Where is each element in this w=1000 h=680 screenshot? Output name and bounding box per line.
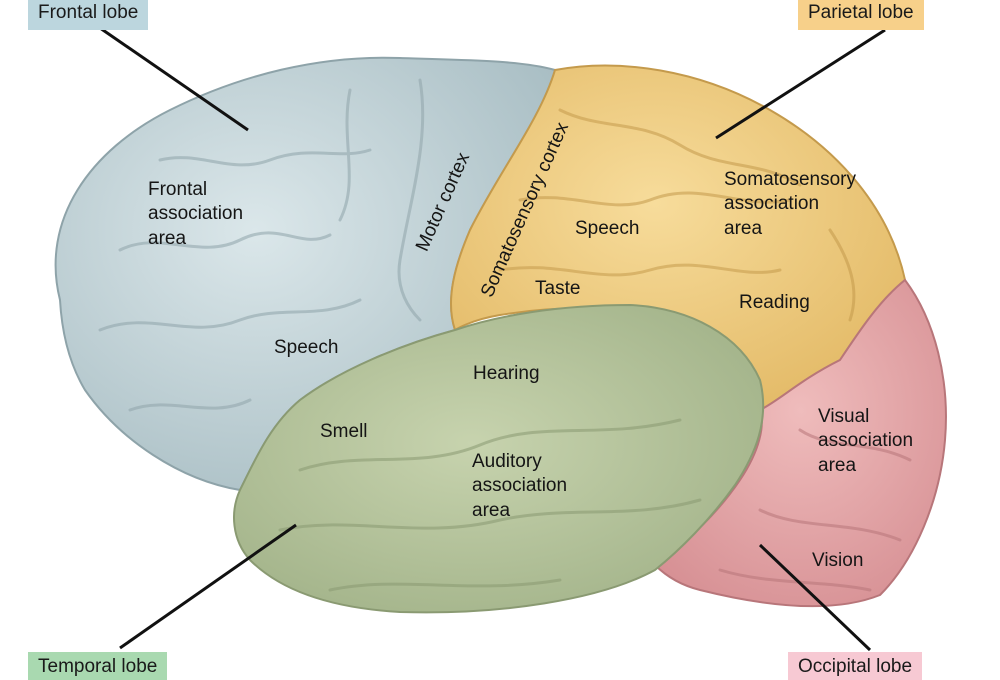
somatosensory-association-area-label: Somatosensory association area: [724, 168, 856, 241]
frontal-association-area-label: Frontal association area: [148, 178, 243, 251]
visual-association-line-1: Visual: [818, 406, 870, 427]
occipital-lobe-leader-line: [758, 543, 872, 652]
visual-association-line-2: association: [818, 430, 914, 452]
frontal-lobe-leader-line: [99, 26, 249, 132]
frontal-association-line-2: association: [148, 203, 244, 225]
temporal-lobe-label: Temporal lobe: [28, 652, 168, 680]
hearing-label: Hearing: [473, 363, 540, 384]
visual-association-line-3: area: [818, 454, 857, 476]
temporal-lobe-leader-line: [119, 523, 297, 650]
taste-label: Taste: [535, 278, 581, 299]
speech-parietal-label: Speech: [575, 218, 640, 239]
somatosensory-association-line-1: Somatosensory: [724, 169, 857, 190]
visual-association-area-label: Visual association area: [818, 405, 913, 478]
occipital-lobe-region: [653, 278, 947, 608]
auditory-association-line-3: area: [472, 499, 511, 521]
auditory-association-line-1: Auditory: [472, 451, 542, 472]
somatosensory-association-line-2: association: [724, 193, 820, 215]
frontal-lobe-label: Frontal lobe: [28, 0, 149, 30]
brain-folds: [98, 78, 912, 592]
temporal-lobe-region: [233, 303, 765, 614]
parietal-lobe-leader-line: [715, 28, 886, 140]
vision-label: Vision: [812, 550, 864, 571]
smell-label: Smell: [320, 421, 368, 442]
occipital-lobe-label: Occipital lobe: [788, 652, 923, 680]
somatosensory-association-line-3: area: [724, 217, 763, 239]
parietal-lobe-label: Parietal lobe: [798, 0, 924, 30]
speech-frontal-label: Speech: [274, 337, 339, 358]
frontal-association-line-3: area: [148, 227, 187, 249]
auditory-association-line-2: association: [472, 475, 568, 497]
frontal-association-line-1: Frontal: [148, 179, 208, 200]
auditory-association-area-label: Auditory association area: [472, 450, 567, 523]
reading-label: Reading: [739, 292, 810, 313]
